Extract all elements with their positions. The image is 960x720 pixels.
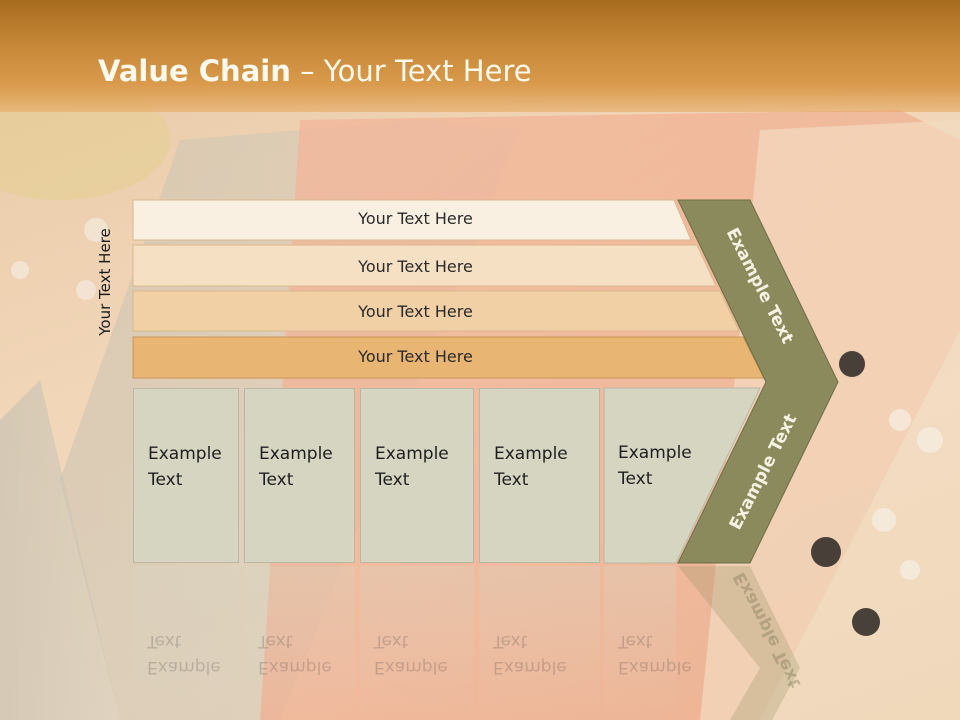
header-bar [0,0,960,112]
box-text-line2: Text [618,469,653,489]
band-label-2: Your Text Here [358,257,473,276]
box-text-line1: Example [259,444,333,464]
vertical-axis-label: Your Text Here [96,228,114,336]
box-text-line2: Text [494,470,529,490]
page-title: Value Chain – Your Text Here [98,54,532,88]
arrow-bottom-label: Example Text [725,410,802,534]
box-text-line1: Example [148,444,222,464]
box-text-line2: Text [148,470,183,490]
band-label-3: Your Text Here [358,302,473,321]
arrow-label-reflection: Example Text [729,568,806,692]
band-label-4: Your Text Here [358,347,473,366]
box-text-line2: Text [375,470,410,490]
box-text-line1: Example [494,444,568,464]
box-text-line2: Text [259,470,294,490]
arrow-top-label: Example Text [721,224,798,348]
box-text-line1: Example [375,444,449,464]
band-label-1: Your Text Here [358,209,473,228]
box-text-line1: Example [618,443,692,463]
